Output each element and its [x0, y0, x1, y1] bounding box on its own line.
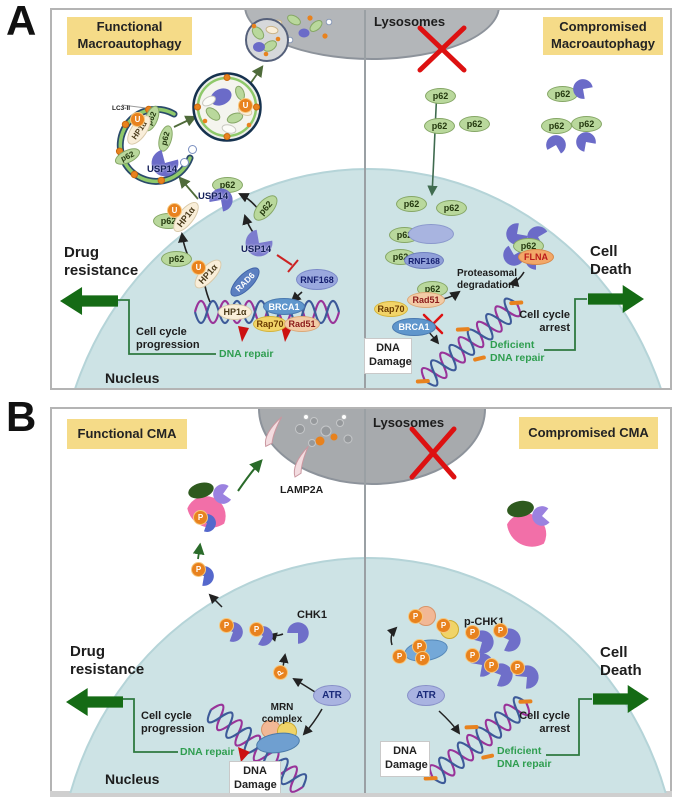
- dna-repair-label: DNA repair: [180, 746, 235, 758]
- phospho-tag: P: [484, 658, 499, 673]
- panel-b-cma: Functional CMA Compromised CMA Lysosomes…: [50, 407, 672, 795]
- brca1-molecule: BRCA1: [263, 298, 305, 315]
- p62-molecule: p62: [547, 86, 578, 102]
- usp14-label: USP14: [241, 244, 272, 255]
- lc3-label: LC3-II: [112, 105, 131, 112]
- chk1-to-complex-arrow: [192, 542, 205, 560]
- lamp2a-receptor-icon: [293, 445, 309, 478]
- panel-a-letter: A: [6, 0, 37, 44]
- panel-b-letter: B: [6, 393, 37, 440]
- panel-divider: [364, 10, 366, 388]
- usp14-molecule-shape: [209, 188, 233, 212]
- cell-cycle-progression-label: Cell cycle progression: [141, 710, 205, 736]
- atr-molecule: ATR: [313, 685, 351, 706]
- small-vesicle: [188, 145, 197, 154]
- autolysosome-vesicle: [245, 18, 289, 62]
- drug-resistance-arrow: [60, 287, 118, 315]
- hp1a-molecule: HP1α: [218, 304, 252, 320]
- rap70-molecule: Rap70: [253, 316, 287, 332]
- chk1-wedge: [287, 622, 309, 644]
- ubiquitin-tag: U: [238, 98, 253, 113]
- dna-damage-box: DNA Damage: [229, 761, 281, 793]
- flna-molecule: FLNA: [518, 249, 554, 265]
- bottom-strip: [50, 791, 672, 797]
- small-vesicle: [180, 158, 189, 167]
- phospho-tag: P: [465, 648, 480, 663]
- phospho-tag: P: [493, 623, 508, 638]
- usp14-label: USP14: [198, 191, 229, 202]
- compromised-macroautophagy-header: Compromised Macroautophagy: [543, 17, 663, 55]
- functional-macroautophagy-header: Functional Macroautophagy: [67, 17, 192, 55]
- dna-damage-box: DNA Damage: [364, 338, 412, 374]
- ubiquitin-tag: U: [191, 260, 206, 275]
- lamp2a-receptor-icon: [264, 416, 283, 448]
- p62-molecule: p62: [459, 116, 490, 132]
- p62-molecule: p62: [424, 118, 455, 134]
- phospho-tag: P: [415, 651, 430, 666]
- phospho-tag: P: [436, 618, 451, 633]
- p62-molecule: p62: [425, 88, 456, 104]
- usp14-label: USP14: [147, 164, 178, 175]
- nucleus-label: Nucleus: [105, 771, 160, 787]
- protein-wedge: [573, 79, 593, 99]
- panel-divider: [364, 409, 366, 793]
- panel-a-macroautophagy: Functional Macroautophagy Compromised Ma…: [50, 8, 672, 390]
- rad51-molecule: Rad51: [284, 316, 320, 332]
- lamp2a-label: LAMP2A: [280, 484, 324, 496]
- p62-molecule: p62: [571, 116, 602, 132]
- lysosomes-label: Lysosomes: [373, 415, 445, 430]
- phospho-tag: P: [193, 510, 208, 525]
- cell-cycle-arrest-label: Cell cycle arrest: [519, 309, 570, 335]
- brca1-molecule: BRCA1: [392, 318, 436, 336]
- rad51-molecule: Rad51: [407, 292, 445, 308]
- dna-damage-box: DNA Damage: [380, 741, 430, 777]
- phospho-tag: P: [465, 625, 480, 640]
- lysosome-contents: [269, 14, 333, 44]
- unlabeled-protein: [408, 224, 454, 244]
- functional-cma-header: Functional CMA: [67, 419, 187, 449]
- phospho-tag: P: [408, 609, 423, 624]
- phospho-tag: P: [392, 649, 407, 664]
- autophagosome: [192, 72, 262, 142]
- atr-molecule: ATR: [407, 685, 445, 706]
- lysosomes-label: Lysosomes: [374, 14, 446, 29]
- cell-cycle-progression-label: Cell cycle progression: [136, 326, 200, 352]
- dna-repair-label: DNA repair: [219, 348, 274, 360]
- drug-resistance-label: Drug resistance: [64, 244, 139, 279]
- cell-death-label: Cell Death: [600, 644, 642, 679]
- lysosome-contents: [295, 414, 353, 447]
- deficient-dna-repair-label: Deficient DNA repair: [497, 745, 552, 770]
- deficient-dna-repair-label: Deficient DNA repair: [490, 339, 545, 364]
- substrate-purple-wedge: [532, 506, 550, 526]
- nucleus-label: Nucleus: [105, 370, 160, 386]
- rnf168-molecule: RNF168: [404, 252, 444, 269]
- ubiquitin-tag: U: [130, 112, 145, 127]
- rnf168-molecule: RNF168: [296, 269, 338, 290]
- complex-to-lysosome-arrow: [237, 459, 263, 492]
- substrate-purple-wedge: [213, 484, 232, 504]
- ubiquitin-tag: U: [167, 203, 182, 218]
- phospho-tag: P: [249, 622, 264, 637]
- rap70-molecule: Rap70: [374, 301, 408, 317]
- phospho-tag: P: [219, 618, 234, 633]
- proteasomal-degradation-label: Proteasomal degradation: [457, 268, 518, 291]
- phospho-tag: P: [191, 562, 206, 577]
- protein-wedge: [546, 135, 566, 154]
- p62-molecule: p62: [436, 200, 467, 216]
- cell-death-label: Cell Death: [590, 243, 632, 278]
- p62-molecule: p62: [161, 251, 192, 267]
- drug-resistance-label: Drug resistance: [70, 643, 145, 678]
- protein-wedge: [576, 132, 596, 152]
- p62-molecule: p62: [396, 196, 427, 212]
- usp14-molecule-shape: [151, 150, 179, 177]
- cell-cycle-arrest-label: Cell cycle arrest: [519, 710, 570, 736]
- chk1-label: CHK1: [297, 609, 327, 621]
- phospho-tag: P: [510, 660, 525, 675]
- mrn-complex-label: MRN complex: [261, 702, 303, 725]
- compromised-cma-header: Compromised CMA: [519, 417, 658, 449]
